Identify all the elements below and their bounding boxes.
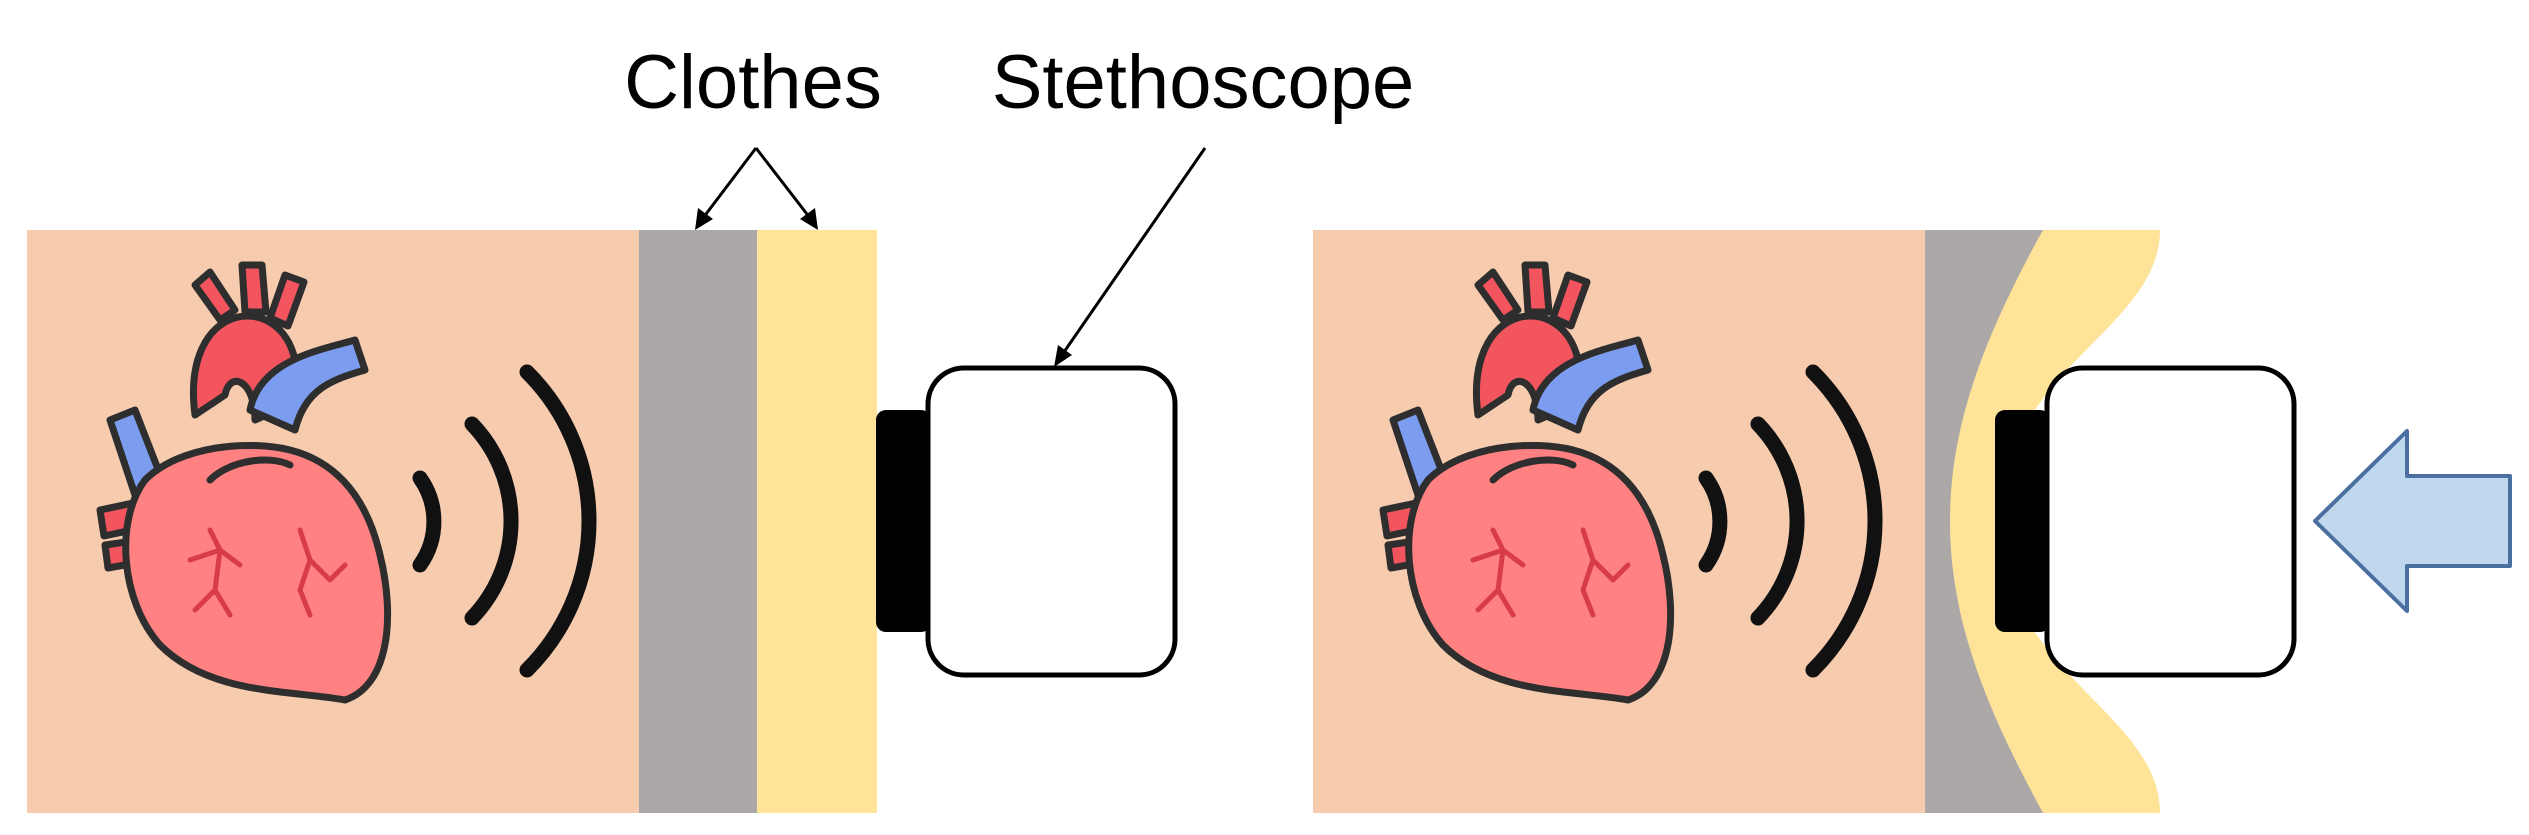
stethoscope-left: [876, 365, 1178, 678]
clothes-pointer-lines: [701, 147, 812, 219]
stethoscope-label-group: Stethoscope: [992, 40, 1415, 367]
stethoscope-label: Stethoscope: [992, 40, 1415, 125]
clothes-label: Clothes: [624, 40, 882, 125]
left-arrow-icon: [2313, 429, 2512, 613]
anatomical-heart-icon: [1379, 261, 1675, 704]
stethoscope-head: [876, 410, 931, 632]
clothes-pointer-arrowhead-1: [695, 208, 713, 230]
stethoscope-pointer-arrowhead: [1054, 345, 1072, 367]
clothes-inner-layer-left: [639, 230, 757, 813]
stethoscope-right: [1995, 365, 2297, 678]
sound-wave-large: [519, 364, 597, 678]
sound-wave-icon: [1698, 364, 1883, 678]
stethoscope-pointer-line: [1062, 147, 1207, 353]
clothes-label-group: Clothes: [624, 40, 882, 230]
clothes-outer-layer-right: [1925, 230, 2160, 813]
stethoscope-body: [925, 365, 1178, 678]
stethoscope-head: [1995, 410, 2050, 632]
sound-wave-small: [1698, 470, 1728, 573]
sound-wave-large: [1805, 364, 1883, 678]
sound-wave-medium: [1750, 416, 1805, 626]
stethoscope-body: [2044, 365, 2297, 678]
clothes-inner-layer-right: [1925, 230, 2043, 813]
clothes-outer-layer-left: [757, 230, 877, 813]
right-panel: [1313, 230, 2512, 813]
sound-wave-medium: [464, 416, 519, 626]
clothes-pointer-arrowhead-2: [800, 208, 818, 230]
sound-wave-icon: [412, 364, 597, 678]
left-panel: [27, 230, 1178, 813]
sound-wave-small: [412, 470, 442, 573]
anatomical-heart-icon: [96, 261, 392, 704]
